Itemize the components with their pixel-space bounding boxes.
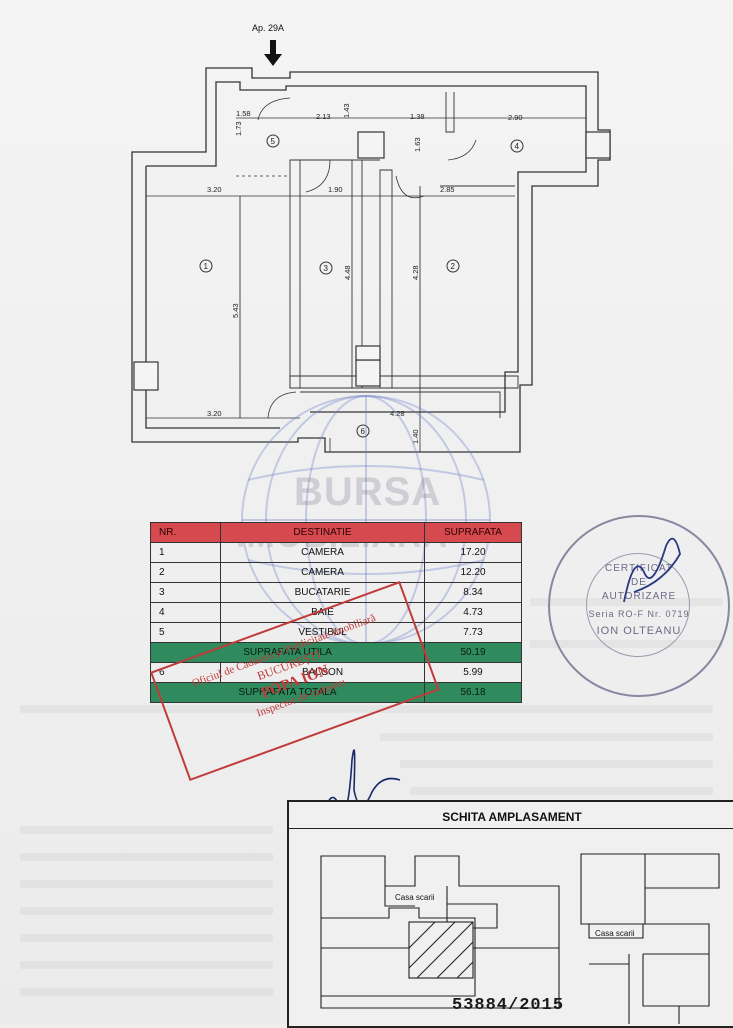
dimension-label: 1.38 (410, 112, 425, 121)
row-nr: 5 (150, 622, 221, 643)
cert-line: Seria RO-F Nr. 0719 (588, 609, 690, 619)
total-area-label: SUPRAFATA TOTALA (150, 682, 425, 703)
table-row: 3 BUCATARIE 8.34 (150, 582, 522, 603)
cert-line: AUTORIZARE (601, 591, 677, 602)
background-text-line (20, 880, 273, 888)
table-row: 1 CAMERA 17.20 (150, 542, 522, 563)
room-marker-3: 3 (324, 264, 329, 273)
row-suprafata: 8.34 (424, 582, 522, 603)
useful-area-label: SUPRAFATA UTILA (150, 642, 425, 663)
background-text-line (20, 853, 273, 861)
room-marker-1: 1 (204, 262, 209, 271)
useful-area-value: 50.19 (424, 642, 522, 663)
dimension-label: 4.28 (411, 265, 420, 280)
dimension-label: 1.63 (413, 137, 422, 152)
dimension-label: 1.58 (236, 109, 251, 118)
cert-line: ION OLTEANU (596, 625, 682, 637)
room-marker-4: 4 (515, 142, 520, 151)
dimension-label: 4.28 (390, 409, 405, 418)
site-sketch-drawing: Casa scarii Casa scarii (320, 853, 720, 1024)
entrance-arrow-icon (264, 40, 282, 66)
background-text-line (20, 988, 273, 996)
certificate-stamp: CERTIFICAT DE AUTORIZARE Seria RO-F Nr. … (548, 515, 730, 697)
plan-columns (133, 131, 611, 391)
cert-line: DE (631, 577, 647, 588)
site-sketch-box: SCHITA AMPLASAMENT (287, 800, 733, 1028)
background-text-line (400, 760, 713, 768)
row-suprafata: 5.99 (424, 662, 522, 683)
background-text-line (20, 934, 273, 942)
dimension-label: 2.13 (316, 112, 331, 121)
row-suprafata: 4.73 (424, 602, 522, 623)
table-row: 2 CAMERA 12.20 (150, 562, 522, 583)
background-text-line (20, 705, 713, 713)
room-marker-5: 5 (271, 137, 276, 146)
useful-area-row: SUPRAFATA UTILA 50.19 (150, 642, 522, 663)
row-suprafata: 17.20 (424, 542, 522, 563)
table-row: 6 BALCON 5.99 (150, 662, 522, 683)
header-nr: NR. (150, 522, 221, 543)
dimension-label: 2.90 (508, 113, 523, 122)
entrance-label: Ap. 29A (252, 23, 284, 33)
stair-label-right: Casa scarii (595, 929, 635, 938)
row-destinatie: CAMERA (220, 542, 425, 563)
certificate-stamp-inner-ring (586, 553, 690, 657)
background-text-line (20, 826, 273, 834)
header-destinatie: DESTINATIE (220, 522, 425, 543)
row-suprafata: 12.20 (424, 562, 522, 583)
dimension-label: 2.85 (440, 185, 455, 194)
dimension-label: 1.73 (234, 121, 243, 136)
plan-walls (131, 67, 611, 453)
background-text-line (410, 787, 713, 795)
stair-label-left: Casa scarii (395, 893, 435, 902)
site-sketch-title: SCHITA AMPLASAMENT (442, 810, 582, 824)
dimension-label: 3.20 (207, 409, 222, 418)
site-sketch-divider (289, 828, 733, 829)
row-suprafata: 7.73 (424, 622, 522, 643)
room-area-table: NR. DESTINATIE SUPRAFATA 1 CAMERA 17.20 … (150, 522, 522, 703)
cert-line: CERTIFICAT (605, 563, 673, 574)
dimension-label: 1.43 (342, 103, 351, 118)
dimension-label: 1.90 (328, 185, 343, 194)
watermark-text: BURSA (294, 470, 442, 514)
row-nr: 2 (150, 562, 221, 583)
room-markers: 1 2 3 4 5 6 (199, 134, 524, 438)
background-text-line (20, 961, 273, 969)
room-marker-6: 6 (361, 427, 366, 436)
certificate-signature (623, 537, 681, 603)
row-nr: 4 (150, 602, 221, 623)
background-text-line (380, 733, 713, 741)
total-area-value: 56.18 (424, 682, 522, 703)
background-text-line (20, 907, 273, 915)
document-number: 53884/2015 (452, 996, 565, 1015)
table-row: 5 VESTIBUL 7.73 (150, 622, 522, 643)
row-destinatie: CAMERA (220, 562, 425, 583)
floor-plan: Ap. 29A (131, 23, 611, 453)
room-marker-2: 2 (451, 262, 456, 271)
dimension-label: 1.40 (411, 429, 420, 444)
dimension-label: 3.20 (207, 185, 222, 194)
total-area-row: SUPRAFATA TOTALA 56.18 (150, 682, 522, 703)
header-suprafata: SUPRAFATA (424, 522, 522, 543)
table-header-row: NR. DESTINATIE SUPRAFATA (150, 522, 522, 543)
dimension-label: 5.43 (231, 303, 240, 318)
row-nr: 1 (150, 542, 221, 563)
dimension-label: 4.48 (343, 265, 352, 280)
row-nr: 3 (150, 582, 221, 603)
